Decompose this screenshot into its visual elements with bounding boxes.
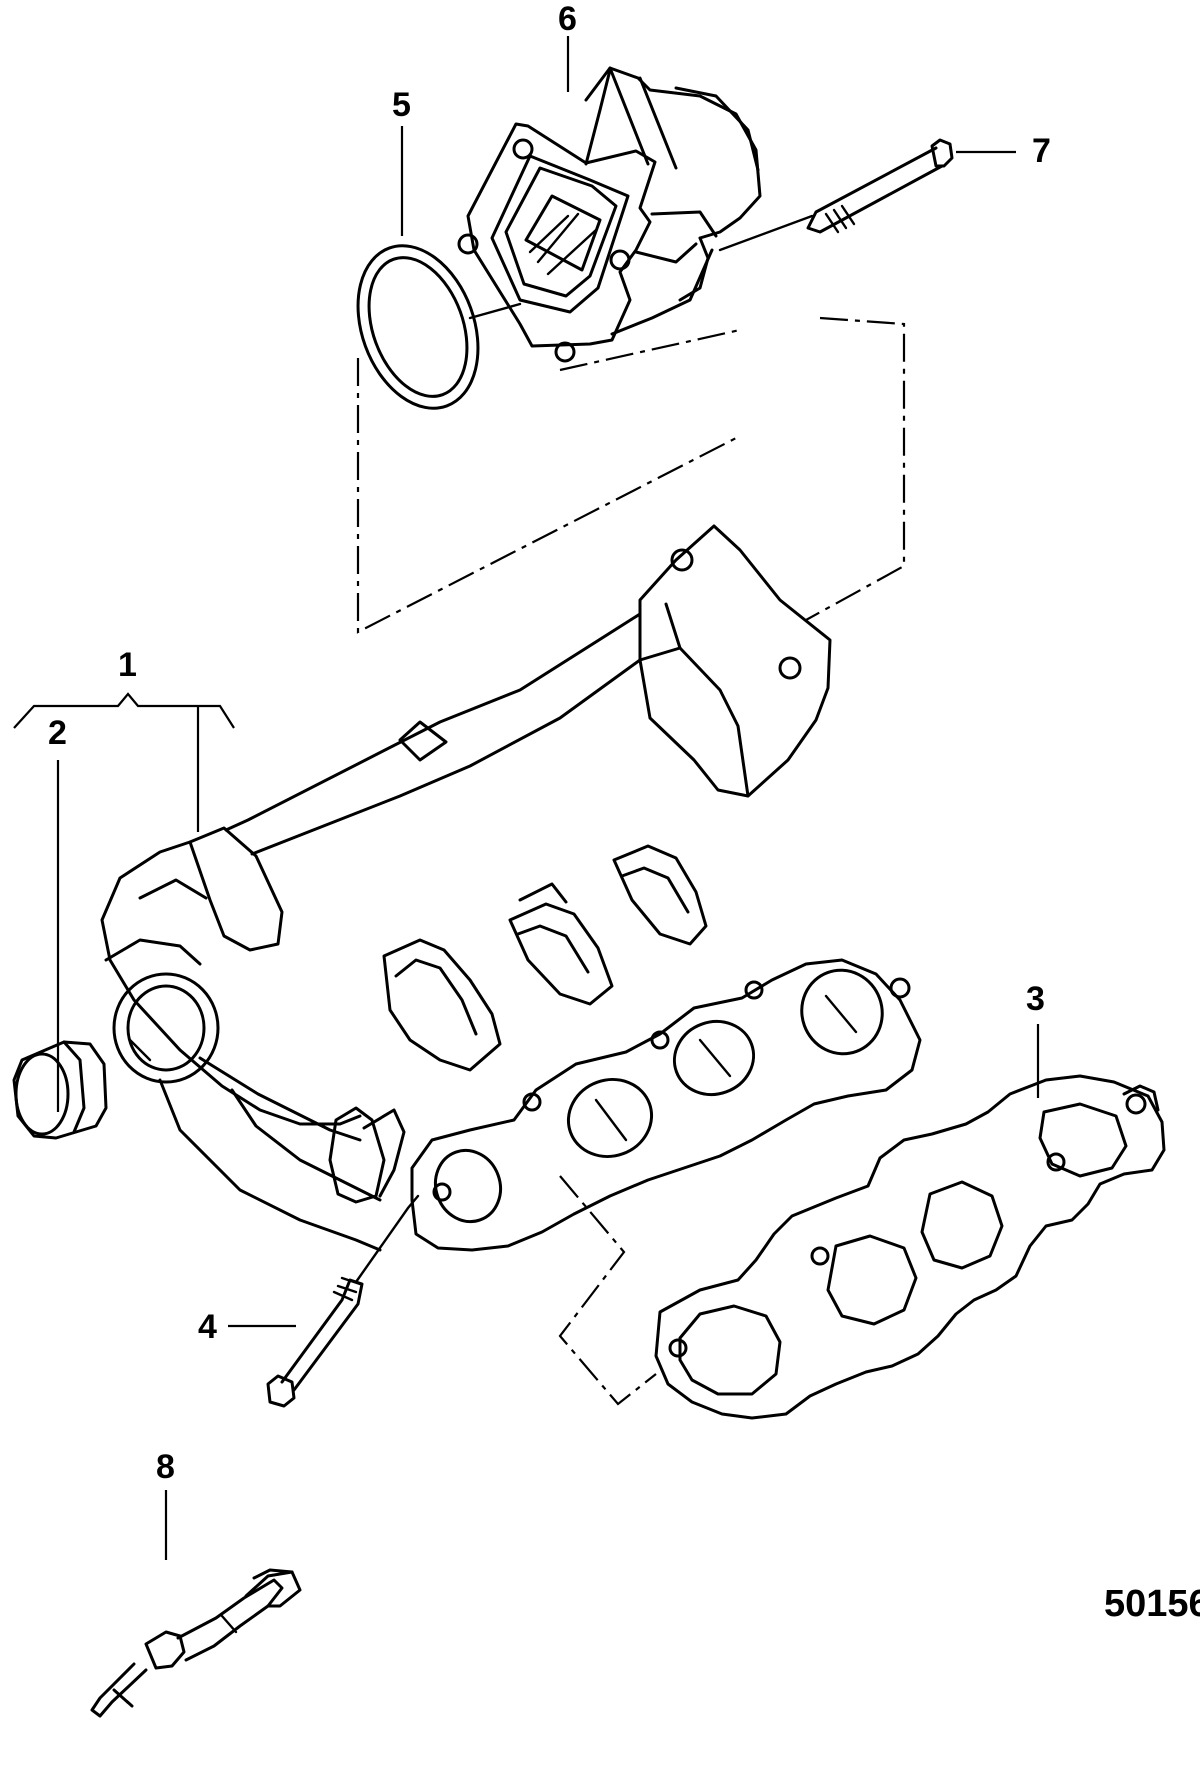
o-ring-part: [356, 244, 480, 410]
plug-bushing-part: [12, 1040, 108, 1140]
callout-labels: 1 2 3 4 5 6 7 8 50156: [48, 0, 1200, 1625]
figure-number: 50156: [1104, 1583, 1200, 1625]
callout-leaders: [13, 36, 1040, 1560]
alignment-lines-lower: [558, 1175, 657, 1406]
callout-4: 4: [198, 1308, 217, 1346]
callout-1: 1: [118, 646, 137, 684]
bolt-lower-part: [266, 1194, 420, 1408]
elbow-spacer-part: [457, 66, 814, 363]
callout-3: 3: [1026, 980, 1045, 1018]
callout-5: 5: [392, 86, 411, 124]
bolt-top-part: [806, 138, 954, 234]
alignment-lines-upper: [356, 316, 906, 634]
exhaust-manifold-part: [100, 524, 922, 1252]
sealant-tube-part: [90, 1568, 302, 1718]
callout-8: 8: [156, 1448, 175, 1486]
callout-6: 6: [558, 0, 577, 38]
callout-7: 7: [1032, 132, 1051, 170]
exhaust-gasket-part: [654, 1074, 1166, 1420]
callout-2: 2: [48, 714, 67, 752]
